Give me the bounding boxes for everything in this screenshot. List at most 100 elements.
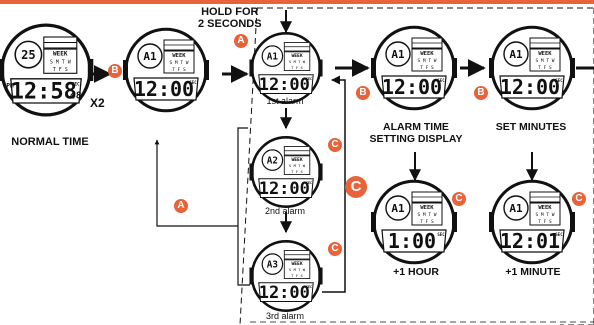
badge-c-3: C — [328, 242, 342, 256]
week-days-1: S M T W — [418, 58, 437, 64]
button-right — [318, 267, 323, 285]
sub-dial-digits: 25 — [21, 48, 36, 62]
sec-tag: SEC — [189, 80, 197, 85]
arrow-loop-c — [322, 75, 346, 293]
badge-b-1: B — [108, 64, 122, 78]
top-bar — [0, 0, 594, 4]
sec-tag: SEC — [306, 77, 312, 81]
sub-dial — [261, 45, 284, 67]
label-third-alarm: 3rd alarm — [265, 311, 304, 321]
week-panel — [529, 48, 561, 72]
main-lcd — [133, 77, 199, 101]
sub-dial-digits: A1 — [509, 48, 523, 61]
button-right — [318, 59, 323, 77]
sub-dial-digits: A1 — [391, 202, 405, 215]
button-right — [570, 58, 575, 78]
main-digits: 12:00 — [134, 77, 194, 101]
main-digits: 12:00 — [382, 75, 442, 99]
button-left — [123, 60, 128, 80]
week-label: WEEK — [291, 53, 302, 59]
label-second-alarm: 2nd alarm — [264, 206, 306, 216]
week-days-2: T F S — [538, 65, 552, 71]
week-days-2: T F S — [538, 219, 552, 225]
week-label: WEEK — [291, 261, 302, 267]
arrow-loop-a — [157, 127, 250, 286]
sec-tag: SEC — [555, 78, 563, 83]
week-label: WEEK — [420, 205, 434, 211]
week-label: WEEK — [420, 51, 434, 57]
main-lcd — [499, 75, 565, 99]
button-left — [371, 212, 376, 232]
sec-tag: SEC — [306, 285, 312, 289]
sec-tag: SEC — [555, 232, 563, 237]
sec-tag: SEC — [306, 181, 312, 185]
week-label: WEEK — [538, 51, 552, 57]
week-panel — [43, 48, 78, 74]
week-panel — [283, 51, 311, 71]
badge-a-hold: A — [234, 34, 248, 48]
main-lcd — [258, 282, 314, 303]
week-panel — [529, 202, 561, 226]
week-days-1: S M T W — [536, 58, 555, 64]
week-panel — [163, 50, 195, 74]
pm-indicator: PM — [6, 83, 14, 90]
sec-tag: SEC — [72, 81, 80, 87]
button-right — [318, 163, 323, 181]
main-digits: 12:58 — [11, 80, 77, 105]
week-days-1: S M T W — [170, 60, 189, 66]
button-left — [489, 58, 494, 78]
sub-dial-digits: A1 — [509, 202, 523, 215]
week-days-1: S M T W — [536, 212, 555, 218]
button-left — [249, 163, 254, 181]
main-lcd — [10, 78, 82, 104]
week-days-2: T F S — [291, 273, 303, 278]
week-days-1: S M T W — [289, 267, 306, 272]
main-lcd — [381, 229, 447, 253]
badge-b-2: B — [356, 86, 370, 100]
main-digits: 1:00 — [388, 229, 436, 253]
week-days-2: T F S — [291, 65, 303, 70]
badge-c-minute: C — [572, 192, 586, 206]
main-digits: 12:00 — [500, 75, 560, 99]
week-days-1: S M T W — [418, 212, 437, 218]
badge-b-3: B — [474, 86, 488, 100]
main-digits: 12:00 — [259, 283, 310, 303]
button-left — [371, 58, 376, 78]
week-label: WEEK — [172, 53, 186, 59]
badge-c-loop: C — [345, 176, 367, 198]
sub-dial — [261, 253, 284, 275]
week-label: WEEK — [53, 51, 68, 58]
button-left — [249, 267, 254, 285]
badge-a-loop: A — [174, 199, 188, 213]
sub-dial — [503, 195, 529, 221]
week-panel — [283, 155, 311, 175]
sub-dial — [261, 149, 284, 171]
label-plus-hour: +1 HOUR — [393, 266, 439, 278]
sub-dial — [503, 41, 529, 67]
week-label: WEEK — [538, 205, 552, 211]
label-normal-time: NORMAL TIME — [11, 136, 89, 148]
week-days-2: T F S — [172, 67, 186, 73]
main-digits: 12:01 — [500, 229, 560, 253]
label-first-alarm: 1st alarm — [266, 96, 304, 106]
sub-dial-digits: A2 — [267, 156, 278, 167]
x2-label: X2 — [90, 96, 105, 110]
sub-dial-digits: A1 — [267, 52, 279, 63]
week-days-1: S M T W — [289, 59, 306, 64]
button-left — [489, 212, 494, 232]
main-lcd — [258, 178, 314, 199]
week-days-2: T F S — [53, 67, 68, 73]
button-right — [87, 59, 94, 81]
sub-dial-digits: A1 — [391, 48, 405, 61]
button-right — [452, 58, 457, 78]
sub-dial — [137, 43, 163, 69]
button-right — [204, 60, 209, 80]
sec-tag: SEC — [437, 78, 445, 83]
sub-dial-digits: A1 — [143, 50, 157, 63]
sub-dial — [385, 195, 411, 221]
button-right — [452, 212, 457, 232]
